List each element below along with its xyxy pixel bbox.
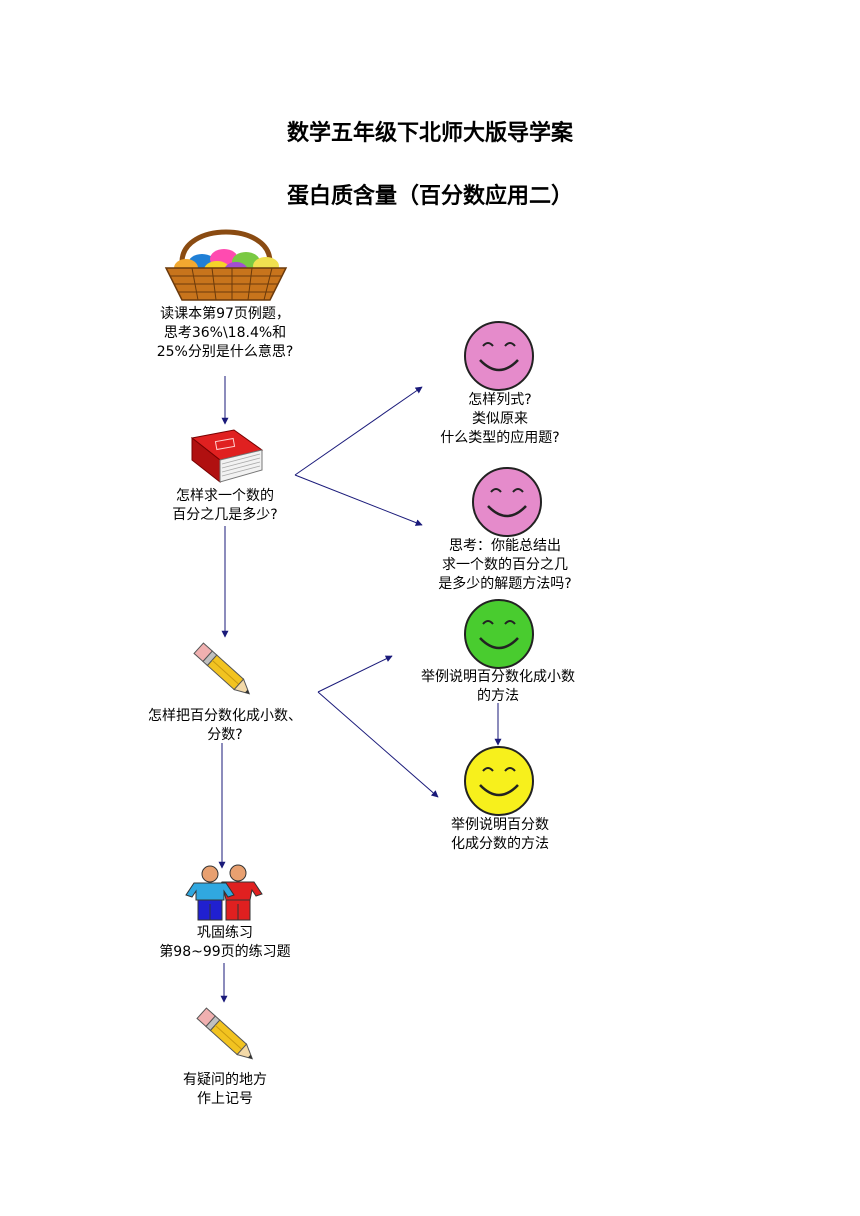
arrow-to-branch4 — [317, 691, 439, 798]
branch3-line2: 的方法 — [477, 688, 519, 704]
document-title: 数学五年级下北师大版导学案 — [286, 121, 573, 146]
branch3-line1: 举例说明百分数化成小数 — [421, 669, 575, 685]
step2-label: 怎样求一个数的 百分之几是多少? — [125, 487, 325, 525]
branch1-line3: 什么类型的应用题? — [440, 430, 560, 446]
branch1-label: 怎样列式? 类似原来 什么类型的应用题? — [395, 391, 605, 448]
step3-line1: 怎样把百分数化成小数、 — [148, 708, 302, 724]
branch4-line1: 举例说明百分数 — [451, 817, 549, 833]
step5-line1: 有疑问的地方 — [183, 1072, 267, 1088]
step1-label: 读课本第97页例题， 思考36%\18.4%和 25%分别是什么意思? — [125, 305, 325, 362]
arrow-to-branch1 — [294, 386, 423, 476]
arrow-to-branch3 — [317, 655, 393, 693]
arrow-to-branch2 — [294, 474, 423, 526]
branch2-label: 思考：你能总结出 求一个数的百分之几 是多少的解题方法吗? — [395, 537, 615, 594]
step1-line1: 读课本第97页例题， — [160, 306, 290, 322]
smiley-face-icon — [464, 746, 534, 816]
branch4-line2: 化成分数的方法 — [451, 836, 549, 852]
two-people-icon — [185, 864, 263, 921]
step2-line2: 百分之几是多少? — [172, 507, 278, 523]
smiley-face-icon — [464, 321, 534, 391]
pencil-icon — [196, 1007, 254, 1060]
step3-label: 怎样把百分数化成小数、 分数? — [110, 707, 340, 745]
branch2-line2: 求一个数的百分之几 — [442, 557, 568, 573]
step2-line1: 怎样求一个数的 — [176, 488, 274, 504]
step5-line2: 作上记号 — [197, 1091, 253, 1107]
step1-line2: 思考36%\18.4%和 — [163, 325, 287, 341]
branch1-line2: 类似原来 — [472, 411, 528, 427]
branch3-label: 举例说明百分数化成小数 的方法 — [388, 668, 608, 706]
step4-line2: 第98~99页的练习题 — [159, 944, 291, 960]
branch2-line1: 思考：你能总结出 — [449, 538, 561, 554]
step5-label: 有疑问的地方 作上记号 — [125, 1071, 325, 1109]
branch1-line1: 怎样列式? — [468, 392, 532, 408]
step3-line2: 分数? — [207, 727, 243, 743]
smiley-face-icon — [464, 599, 534, 669]
smiley-face-icon — [472, 467, 542, 537]
branch4-label: 举例说明百分数 化成分数的方法 — [395, 816, 605, 854]
pencil-icon — [193, 642, 251, 695]
red-book-icon — [190, 429, 264, 484]
egg-basket-icon — [164, 229, 288, 301]
branch2-line3: 是多少的解题方法吗? — [438, 576, 572, 592]
step1-line3: 25%分别是什么意思? — [156, 344, 294, 360]
step4-line1: 巩固练习 — [197, 925, 253, 941]
document-subtitle: 蛋白质含量（百分数应用二） — [286, 184, 573, 209]
step4-label: 巩固练习 第98~99页的练习题 — [110, 924, 340, 962]
